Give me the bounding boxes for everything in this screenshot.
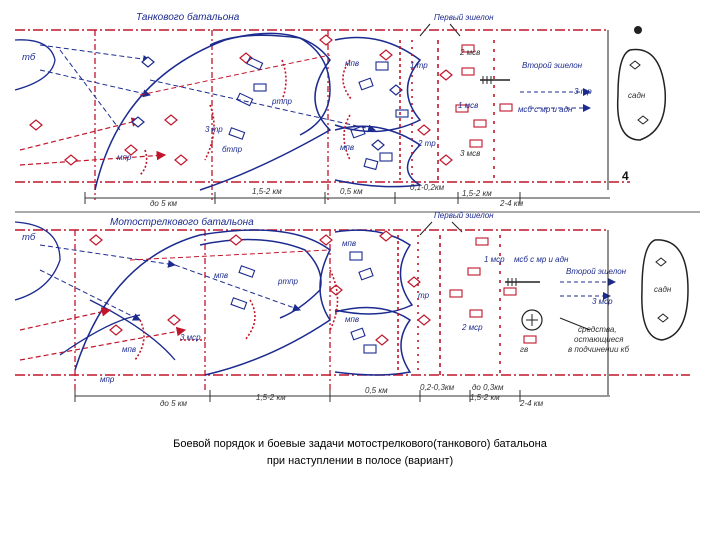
bottom-second-echelon-label: Второй эшелон — [566, 267, 627, 276]
top-unit-sadn: садн — [628, 91, 646, 100]
top-company-lobe-lower — [334, 125, 423, 188]
top-unit-mpv-lower: мпв — [340, 143, 354, 152]
bottom-diagram: Мотострелкового батальона Первый эшелон … — [14, 211, 690, 408]
bottom-dist-d03: до 0,3км — [472, 383, 504, 392]
top-corner-mark — [634, 26, 642, 34]
bottom-company-lobe-lower — [334, 306, 412, 376]
top-tb-area — [14, 39, 56, 91]
caption-line-1: Боевой порядок и боевые задачи мотострел… — [173, 438, 547, 450]
bottom-unit-mpv-bottom: мпв — [122, 345, 136, 354]
bottom-unit-msr3b: 3 мср — [592, 297, 613, 306]
top-unit-rtpr: ртпр — [271, 97, 293, 106]
bottom-unit-rtpr: ртпр — [277, 277, 299, 286]
top-unit-msr2: 2 мсв — [459, 48, 480, 57]
top-battalion-lobe-outer — [94, 32, 332, 191]
top-friendly-diamonds — [131, 56, 403, 151]
top-marker-4: 4 — [622, 169, 629, 183]
bottom-battalion-lobe-outer — [74, 229, 332, 376]
bottom-enemy-vehicles — [449, 237, 537, 344]
top-move-arrow-1 — [39, 44, 151, 64]
bottom-defense-arcs — [134, 235, 501, 375]
top-fire-arrow-1 — [19, 117, 142, 151]
top-dist-d5: до 5 км — [150, 199, 178, 208]
top-unit-msr3: 3 мсв — [460, 149, 480, 158]
bottom-unit-sadn: садн — [654, 285, 672, 294]
top-title: Танкового батальона — [136, 11, 240, 23]
caption-line-2: при наступлении в полосе (вариант) — [266, 455, 454, 467]
bottom-title: Мотострелкового батальона — [110, 216, 254, 228]
top-dist-d01: 0,1-0,2км — [410, 183, 445, 192]
top-unit-tb: тб — [22, 52, 36, 63]
top-enemy-vehicles — [455, 44, 513, 148]
top-company-lobe-upper — [334, 36, 422, 133]
bottom-move-arrow-1 — [39, 244, 176, 268]
bottom-tb-area — [14, 221, 61, 301]
top-vehicles — [228, 56, 409, 171]
bottom-sadn-area — [641, 239, 689, 341]
top-dist-d15b: 1,5-2 км — [462, 189, 492, 198]
bottom-dist-d24: 2-4 км — [519, 399, 544, 408]
bottom-support-note-3: в подчинении кб — [568, 345, 630, 354]
top-enemy-positions — [29, 34, 453, 166]
top-unit-tr1: 1 тр — [410, 61, 428, 70]
top-diagram: Танкового батальона Первый эшелон тб — [14, 11, 667, 208]
bottom-support-note-1: средства, — [578, 325, 617, 334]
top-second-echelon-label: Второй эшелон — [522, 61, 583, 70]
top-unit-tr3-left: 3 тр — [205, 125, 223, 134]
top-unit-mpv-upper: мпв — [345, 59, 359, 68]
bottom-dist-d05: 0,5 км — [365, 386, 388, 395]
bottom-support-note-2: остающиеся — [574, 335, 624, 344]
bottom-unit-msr1: 1 мср — [484, 255, 505, 264]
bottom-unit-mpr: мпр — [100, 375, 115, 384]
bottom-fire-arrow-1 — [19, 307, 112, 331]
bottom-unit-tr: тр — [418, 291, 430, 300]
top-unit-btpr: бтпр — [222, 145, 243, 154]
top-dist-d24: 2-4 км — [499, 199, 524, 208]
top-fire-arrow-3 — [139, 54, 331, 96]
top-sadn-area — [616, 48, 667, 141]
top-dist-d05: 0,5 км — [340, 187, 363, 196]
top-unit-tr2: 2 тр — [417, 139, 436, 148]
top-battalion-lobe-inner — [209, 34, 331, 136]
bottom-unit-msr3: 3 мср — [180, 333, 201, 342]
bottom-dist-d15: 1,5-2 км — [256, 393, 286, 402]
bottom-first-echelon-label: Первый эшелон — [434, 211, 494, 220]
bottom-dist-d5: до 5 км — [160, 399, 188, 408]
bottom-unit-mpv-upper: мпв — [342, 239, 356, 248]
bottom-unit-tb: тб — [22, 232, 36, 243]
top-unit-mskr1: 1 мсв — [458, 101, 478, 110]
bottom-dist-d15b: 1,5-2 км — [470, 393, 500, 402]
top-unit-mpr: мпр — [117, 153, 132, 162]
diagram-caption: Боевой порядок и боевые задачи мотострел… — [0, 436, 720, 470]
bottom-dist-d02: 0,2-0,3км — [420, 383, 455, 392]
bottom-unit-mpv-left: мпв — [214, 271, 228, 280]
bottom-enemy-positions — [89, 230, 431, 346]
bottom-unit-msb-note: мсб с мр и адн — [514, 255, 569, 264]
top-fire-arrow-2 — [19, 150, 167, 166]
top-dist-d15: 1,5-2 км — [252, 187, 282, 196]
top-move-arrow-3 — [59, 49, 121, 131]
bottom-unit-msr2: 2 мср — [461, 323, 483, 332]
top-unit-msb-note: мсб с мр и адн — [518, 105, 573, 114]
top-move-arrow-2 — [39, 69, 151, 98]
bottom-unit-gv: гв — [520, 345, 528, 354]
top-defense-arcs — [139, 40, 495, 180]
bottom-company-lobe-upper — [334, 229, 414, 315]
top-first-echelon-label: Первый эшелон — [434, 13, 494, 22]
bottom-unit-mpv-lower: мпв — [345, 315, 359, 324]
bottom-vehicles — [230, 251, 377, 354]
top-move-arrow-4 — [149, 79, 376, 133]
bottom-support-circle — [521, 309, 543, 331]
